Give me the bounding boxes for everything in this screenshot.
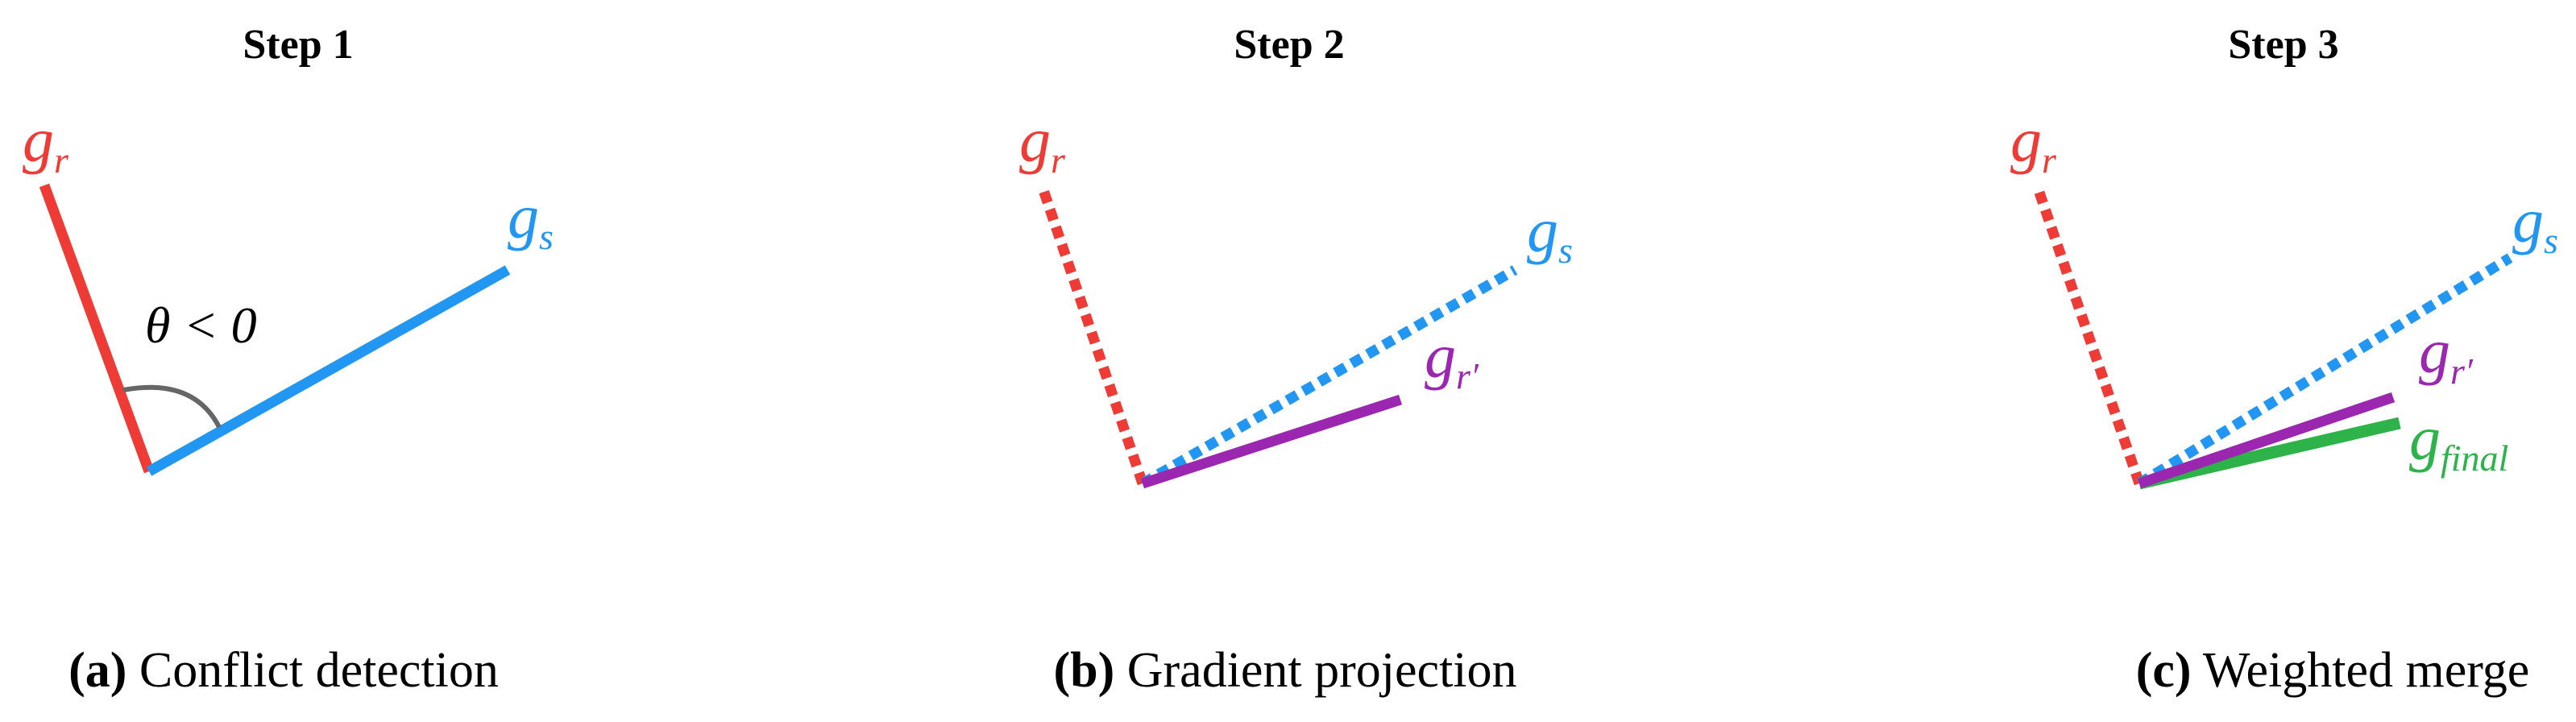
panel-3-g-r-prime-label-base: g bbox=[2419, 316, 2450, 386]
panel-1-g-r-label: gr bbox=[23, 105, 69, 180]
panel-3-caption: (c) Weighted merge bbox=[2136, 643, 2530, 698]
panel-2-caption-text: Gradient projection bbox=[1127, 643, 1517, 698]
panel-3-g-final-label-base: g bbox=[2409, 403, 2441, 473]
panel-2-g-s-vector bbox=[1139, 265, 1518, 488]
panel-1-title: Step 1 bbox=[243, 22, 353, 68]
panel-3-caption-prefix: (c) bbox=[2136, 643, 2192, 698]
panel-2-title: Step 2 bbox=[1234, 22, 1344, 68]
panel-3-g-r-label-base: g bbox=[2010, 105, 2042, 175]
panel-2-caption-prefix: (b) bbox=[1053, 643, 1114, 698]
panel-3-g-r-label: gr bbox=[2010, 105, 2057, 180]
panel-3-g-r-prime-vector bbox=[2137, 392, 2396, 489]
panel-step-1: Step 1 gr gs θ < 0 (a) Conflict detectio… bbox=[23, 22, 554, 698]
panel-2-g-r-label-sub: r bbox=[1051, 139, 1066, 180]
panel-1-g-s-label-base: g bbox=[508, 181, 539, 251]
panel-3-title: Step 3 bbox=[2228, 22, 2338, 68]
panel-2-g-s-label-base: g bbox=[1527, 195, 1558, 265]
panel-3-g-r-vector bbox=[2033, 188, 2145, 486]
panel-1-g-r-vector bbox=[39, 183, 155, 474]
panel-3-caption-text: Weighted merge bbox=[2203, 643, 2529, 698]
panel-3-g-r-prime-label-sub: r′ bbox=[2450, 351, 2474, 392]
panel-2-g-r-prime-label-sub: r′ bbox=[1456, 355, 1479, 396]
panel-1-caption-text: Conflict detection bbox=[139, 643, 499, 698]
panel-3-g-s-vector bbox=[2136, 253, 2513, 488]
panel-2-g-r-vector bbox=[1038, 188, 1148, 486]
panel-2-g-r-prime-vector bbox=[1140, 394, 1403, 489]
panel-1-g-r-label-base: g bbox=[23, 105, 54, 175]
panel-2-g-r-prime-label-base: g bbox=[1425, 321, 1456, 391]
panel-1-caption: (a) Conflict detection bbox=[68, 643, 499, 698]
panel-3-g-final-label: gfinal bbox=[2409, 403, 2508, 479]
panel-1-g-r-label-sub: r bbox=[54, 139, 69, 180]
panel-3-g-s-label: gs bbox=[2512, 185, 2558, 261]
panel-2-g-s-label-sub: s bbox=[1558, 230, 1573, 271]
panel-2-g-r-prime-label: gr′ bbox=[1425, 321, 1479, 396]
panel-step-3: Step 3 gr gs gr′ gfinal (c) Weighted mer… bbox=[2010, 22, 2558, 698]
panel-3-g-r-prime-label: gr′ bbox=[2419, 316, 2474, 392]
panel-2-g-s-label: gs bbox=[1527, 195, 1573, 271]
panel-2-caption: (b) Gradient projection bbox=[1053, 643, 1516, 698]
panel-1-g-s-vector bbox=[146, 265, 511, 476]
panel-1-angle-label: θ < 0 bbox=[145, 297, 257, 354]
panel-3-g-r-label-sub: r bbox=[2042, 139, 2057, 180]
panel-1-g-s-label: gs bbox=[508, 181, 554, 257]
panel-3-g-s-label-sub: s bbox=[2544, 220, 2558, 261]
panel-1-g-s-label-sub: s bbox=[539, 216, 554, 257]
panel-1-angle-arc bbox=[122, 384, 222, 429]
panel-3-g-final-label-sub: final bbox=[2441, 438, 2508, 479]
panel-step-2: Step 2 gr gs gr′ (b) Gradient projection bbox=[1019, 22, 1573, 698]
panel-3-g-s-label-base: g bbox=[2512, 185, 2544, 255]
panel-2-g-r-label-base: g bbox=[1019, 105, 1051, 175]
panel-2-g-r-label: gr bbox=[1019, 105, 1066, 180]
panel-1-caption-prefix: (a) bbox=[68, 643, 127, 698]
